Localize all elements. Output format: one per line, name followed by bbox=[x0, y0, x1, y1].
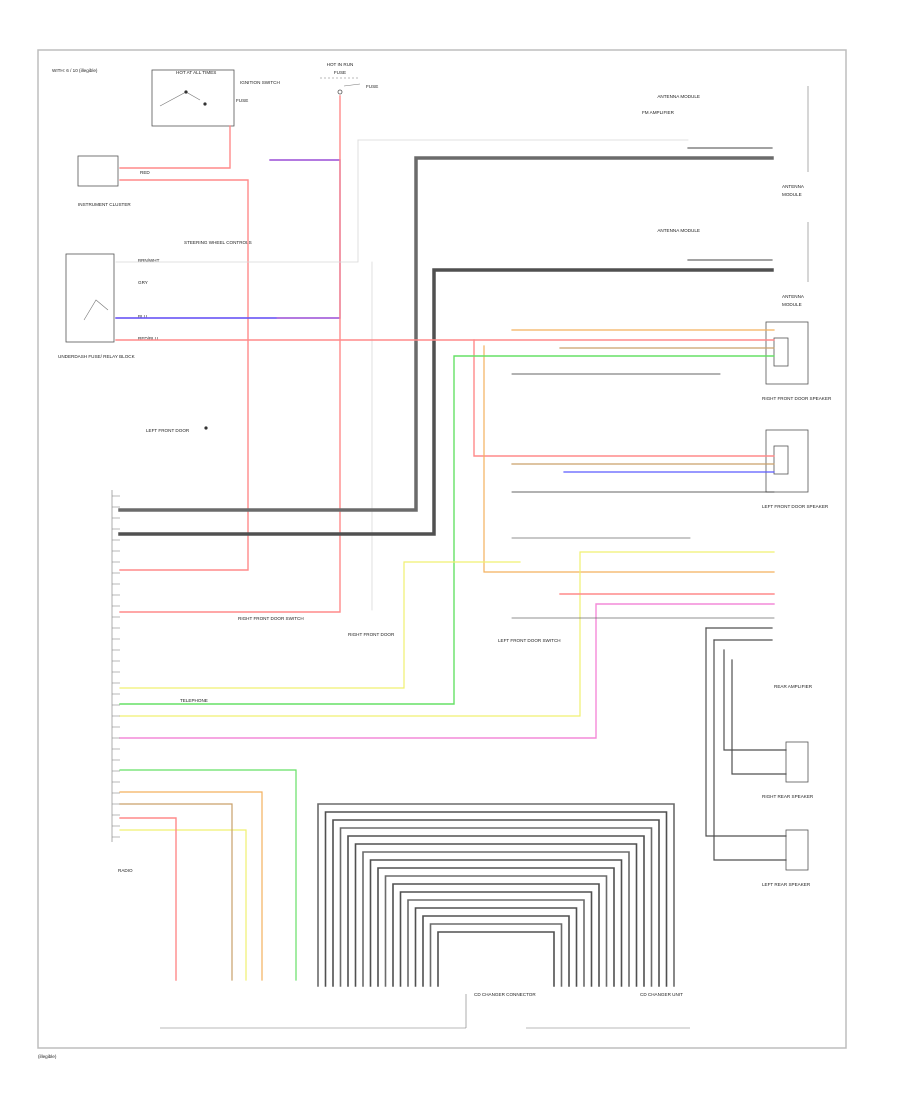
wire-vertical-red bbox=[119, 95, 341, 613]
wire-rear-6 bbox=[731, 659, 787, 775]
hot-in-run-label: HOT AT ALL TIMES bbox=[176, 70, 216, 75]
cd-bus-wire bbox=[377, 867, 615, 987]
wire-green-left bbox=[119, 769, 297, 981]
cd-bus-wire bbox=[339, 827, 653, 987]
cd-bus-wire bbox=[414, 907, 578, 987]
instrument-cluster-label: INSTRUMENT CLUSTER bbox=[78, 202, 131, 207]
cd-bus-wire bbox=[354, 843, 638, 987]
left-rear-speaker: LEFT REAR SPEAKER bbox=[762, 829, 811, 887]
left-rear-speaker-label: LEFT REAR SPEAKER bbox=[762, 882, 811, 887]
hot-at-all-times-sub-label: FUSE bbox=[334, 70, 346, 75]
wires bbox=[115, 95, 787, 981]
wire-label-brn-wht: BRN/WHT bbox=[138, 258, 160, 263]
right-front-door-speaker-label: RIGHT FRONT DOOR SPEAKER bbox=[762, 396, 832, 401]
wire-yellow-1 bbox=[119, 561, 521, 689]
wire-label-blu: BLU bbox=[138, 314, 147, 319]
wire-orange-2 bbox=[483, 345, 775, 573]
antenna-module-1: ANTENNA MODULE FM AMPLIFIER ANTENNA MODU… bbox=[642, 86, 809, 197]
cd-bus-wire bbox=[437, 931, 555, 987]
wire-rear-5 bbox=[723, 649, 787, 751]
right-front-door-label: RIGHT FRONT DOOR bbox=[348, 632, 395, 637]
cd-changer: CD CHANGER CONNECTOR CD CHANGER UNIT bbox=[160, 992, 690, 1029]
wire-gray-main bbox=[118, 156, 774, 512]
cd-bus-wire bbox=[369, 859, 623, 987]
wire-light-2 bbox=[115, 139, 359, 263]
steering-ctrl-label: STEERING WHEEL CONTROLS bbox=[184, 240, 252, 245]
svg-text:ANTENNA: ANTENNA bbox=[782, 184, 805, 189]
cd-changer-unit-label: CD CHANGER UNIT bbox=[640, 992, 683, 997]
cd-bus-wire bbox=[332, 819, 660, 987]
cd-changer-label: CD CHANGER CONNECTOR bbox=[474, 992, 536, 997]
svg-text:MODULE: MODULE bbox=[782, 302, 802, 307]
page-border bbox=[37, 49, 847, 1049]
cd-bus-wire bbox=[324, 811, 668, 987]
wire-yellow-left bbox=[119, 829, 247, 981]
left-front-door-ctrl-label: LEFT FRONT DOOR SWITCH bbox=[498, 638, 561, 643]
svg-text:FUSE: FUSE bbox=[366, 84, 378, 89]
radio-label: RADIO bbox=[118, 868, 133, 873]
wire-rear-2 bbox=[705, 627, 787, 837]
cd-bus-wire bbox=[399, 891, 593, 987]
telephone-label: TELEPHONE bbox=[180, 698, 208, 703]
svg-text:ANTENNA: ANTENNA bbox=[782, 294, 805, 299]
wire-yellow-2 bbox=[119, 551, 775, 717]
wire-red-cluster bbox=[119, 179, 249, 571]
page-number: (illegible) bbox=[38, 1054, 57, 1059]
cd-bus-wire bbox=[422, 915, 570, 987]
svg-text:MODULE: MODULE bbox=[782, 192, 802, 197]
cd-bus-wire bbox=[347, 835, 645, 987]
wire-tan-left bbox=[119, 803, 233, 981]
underdash-fuse-label: UNDERDASH FUSE/ RELAY BLOCK bbox=[58, 354, 136, 359]
wire-ignition-red bbox=[119, 125, 231, 169]
rear-amplifier: REAR AMPLIFIER bbox=[774, 684, 813, 689]
cd-bus-wire bbox=[392, 883, 600, 987]
left-front-door-speaker-label: LEFT FRONT DOOR SPEAKER bbox=[762, 504, 829, 509]
hot-in-run-fuse-label: FUSE bbox=[236, 98, 248, 103]
antenna-module-2-label: ANTENNA MODULE bbox=[657, 228, 700, 233]
wire-red-right bbox=[473, 339, 775, 457]
wire-dark-main bbox=[118, 268, 774, 536]
cd-bus-wire bbox=[317, 803, 675, 987]
right-rear-speaker: RIGHT REAR SPEAKER bbox=[762, 741, 814, 799]
connector-pins bbox=[112, 495, 120, 838]
wire-rear-4 bbox=[713, 639, 787, 861]
right-front-door-ctrl-label: RIGHT FRONT DOOR SWITCH bbox=[238, 616, 304, 621]
left-front-door-switch: LEFT FRONT DOOR bbox=[146, 426, 208, 433]
wire-label-red: RED bbox=[140, 170, 150, 175]
right-front-door-switch: RIGHT FRONT DOOR RIGHT FRONT DOOR SWITCH… bbox=[180, 616, 561, 703]
page-title: WITH: 6 / 10 (illegible) bbox=[52, 68, 98, 73]
svg-text:FM AMPLIFIER: FM AMPLIFIER bbox=[642, 110, 675, 115]
hot-at-all-times-label: HOT IN RUN bbox=[327, 62, 354, 67]
cd-bus-wire bbox=[429, 923, 563, 987]
cd-bus-wire bbox=[407, 899, 585, 987]
instrument-cluster: INSTRUMENT CLUSTER RED bbox=[77, 155, 150, 207]
cd-bus-wire bbox=[362, 851, 630, 987]
right-front-door-speaker: RIGHT FRONT DOOR SPEAKER bbox=[762, 321, 832, 401]
rear-amp-label: REAR AMPLIFIER bbox=[774, 684, 813, 689]
wire-pink bbox=[119, 603, 775, 739]
antenna-module-2: ANTENNA MODULE ANTENNA MODULE bbox=[657, 222, 809, 307]
wire-red-left bbox=[119, 817, 177, 981]
left-front-door-speaker: LEFT FRONT DOOR SPEAKER bbox=[762, 429, 829, 509]
wire-label-red-blu: RED/BLU bbox=[138, 336, 158, 341]
wire-orange-left bbox=[119, 791, 263, 981]
right-rear-speaker-label: RIGHT REAR SPEAKER bbox=[762, 794, 814, 799]
cd-bus-wire bbox=[384, 875, 608, 987]
wire-purple bbox=[115, 159, 341, 319]
hot-at-all-times-fuse: HOT IN RUN FUSE FUSE bbox=[320, 62, 378, 95]
radio-connector: RADIO bbox=[111, 490, 133, 873]
underdash-fuse-block: UNDERDASH FUSE/ RELAY BLOCK BRN/WHT GRY … bbox=[58, 240, 252, 359]
ignition-switch-label: IGNITION SWITCH bbox=[240, 80, 280, 85]
cd-changer-bus bbox=[317, 803, 675, 987]
left-front-door-label: LEFT FRONT DOOR bbox=[146, 428, 190, 433]
ignition-switch: HOT AT ALL TIMES IGNITION SWITCH FUSE bbox=[151, 69, 280, 127]
antenna-module-1-label: ANTENNA MODULE bbox=[657, 94, 700, 99]
wire-green-1 bbox=[119, 355, 775, 705]
wire-label-gry: GRY bbox=[138, 280, 148, 285]
